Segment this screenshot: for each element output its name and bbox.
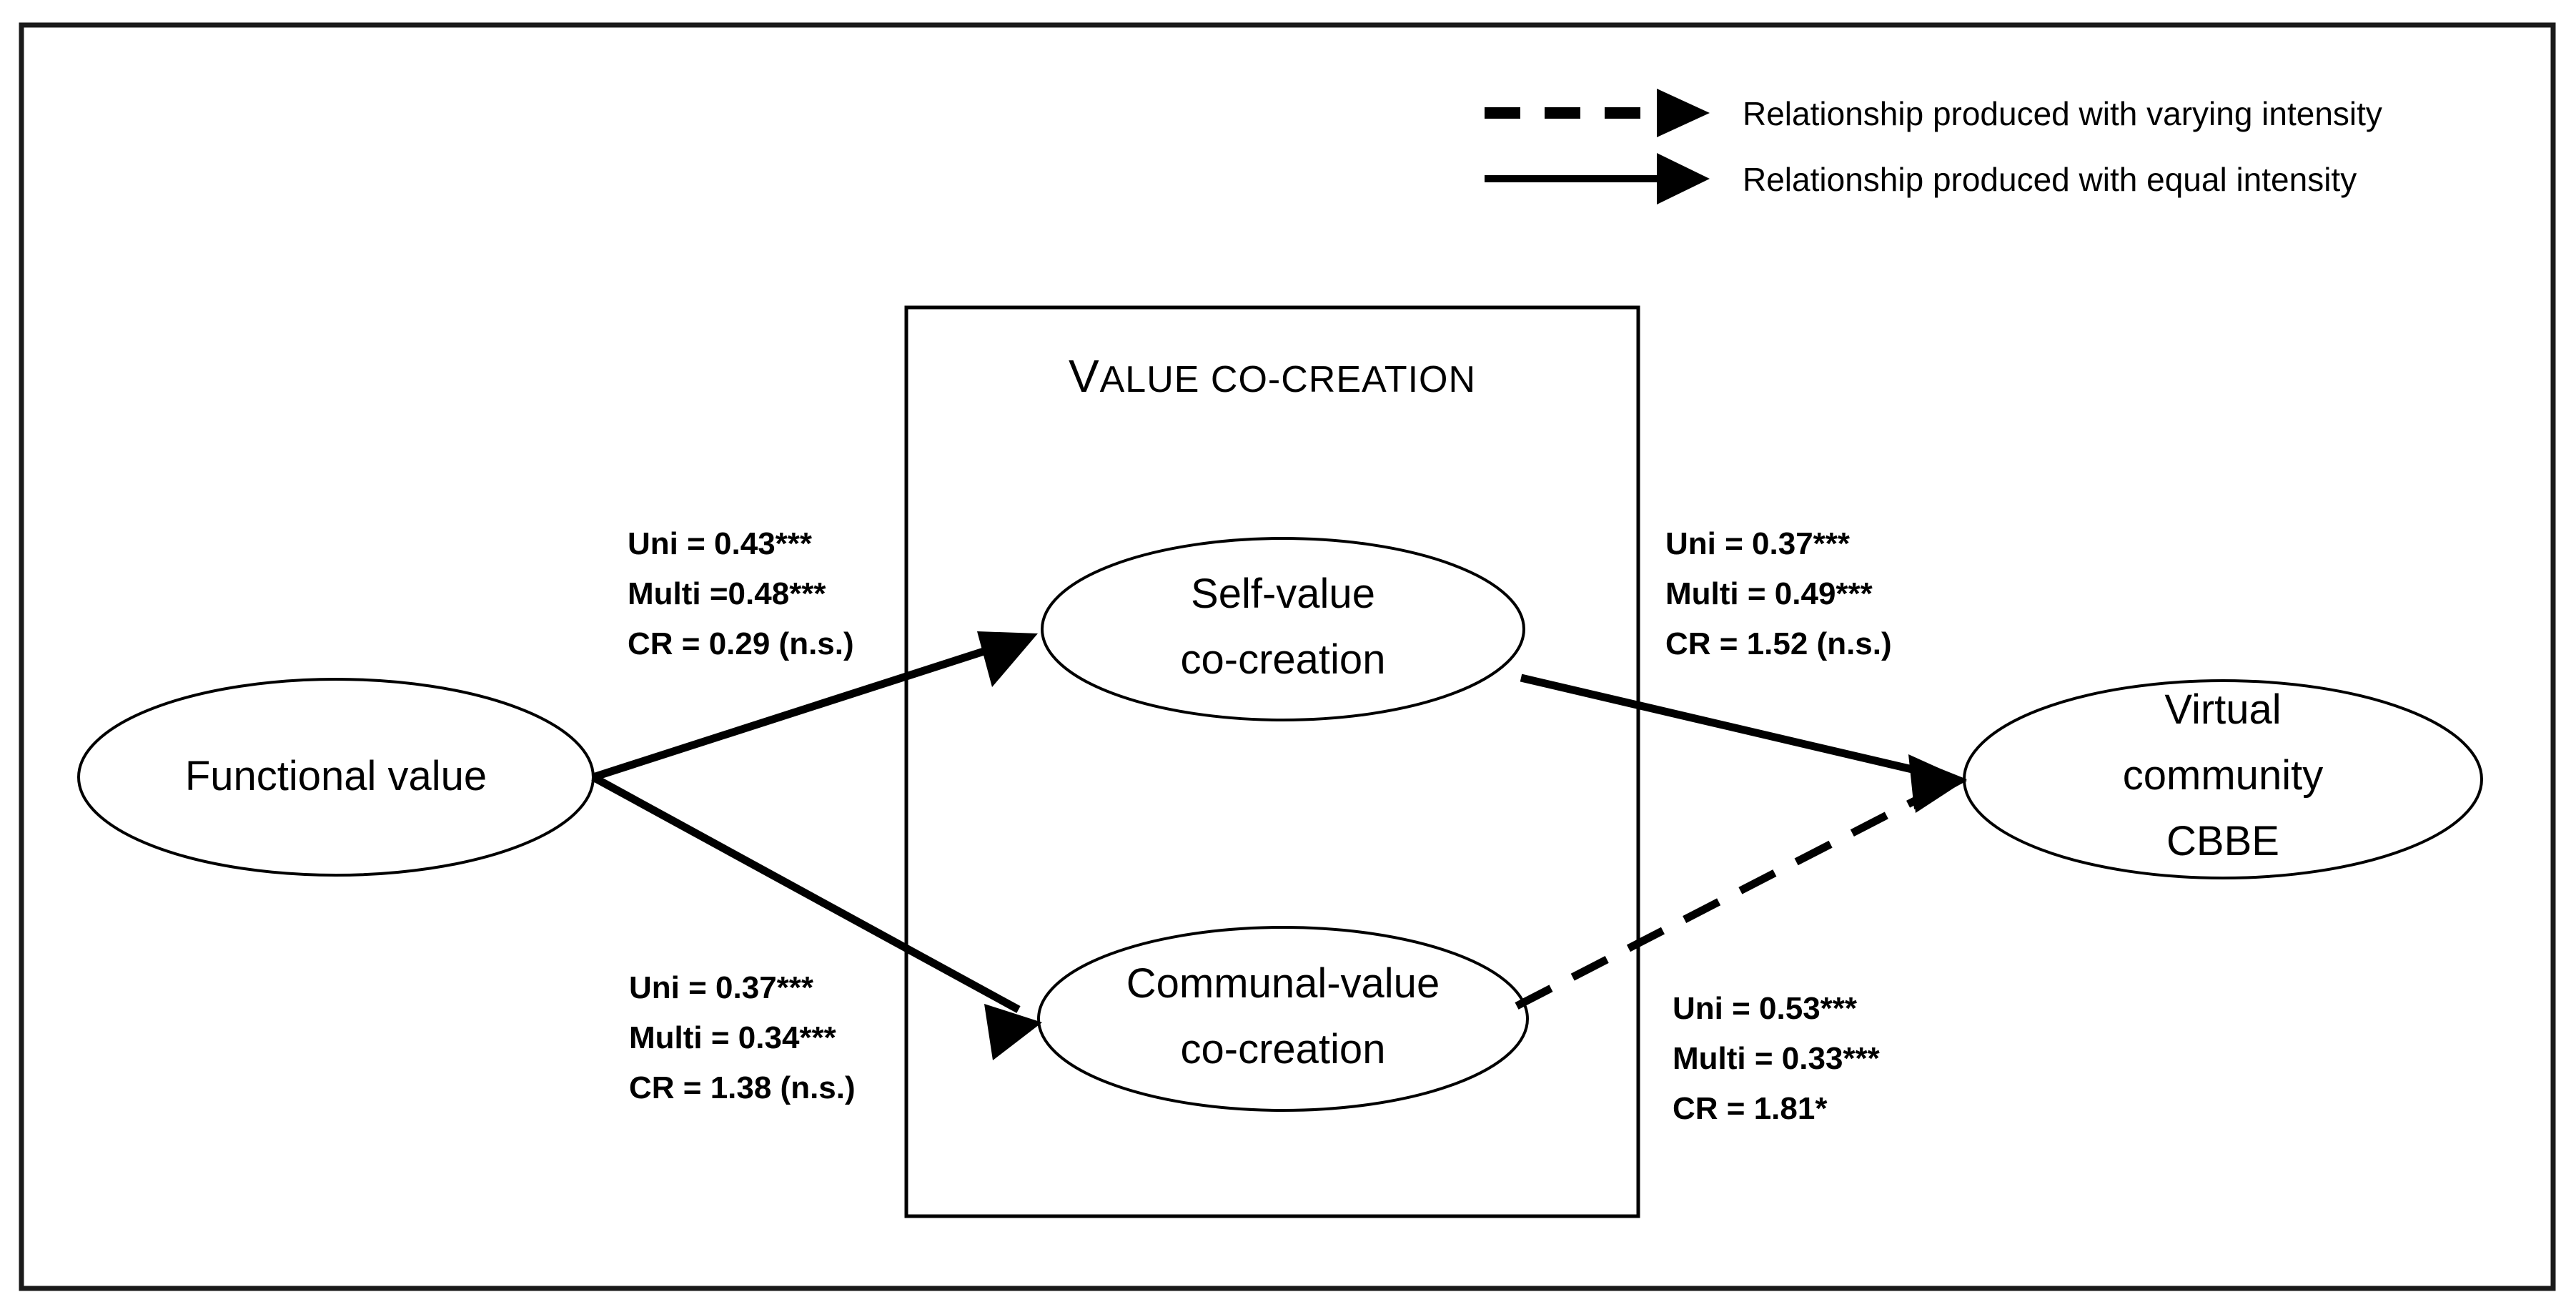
path-label-multi: Multi = 0.49*** (1665, 576, 1873, 611)
functional-value-label: Functional value (185, 753, 487, 799)
node-virtual-community-cbbe[interactable]: Virtual community CBBE (1963, 679, 2483, 879)
path-label-communal-value-to-cbbe: Uni = 0.53*** Multi = 0.33*** CR = 1.81* (1673, 991, 1881, 1126)
path-label-cr: CR = 1.81* (1673, 1091, 1828, 1126)
path-label-cr: CR = 1.52 (n.s.) (1665, 626, 1892, 661)
virtual-community-cbbe-ellipse[interactable] (1963, 679, 2483, 879)
edge-functional-to-communal-value (591, 774, 1042, 1060)
legend-dashed-arrow-icon (1485, 89, 1710, 137)
path-label-functional-to-self-value: Uni = 0.43*** Multi =0.48*** CR = 0.29 (… (628, 526, 854, 661)
edge-self-value-to-cbbe (1520, 674, 1967, 809)
figure-frame (19, 22, 2556, 1291)
self-value-label-line1: Self-value (1191, 571, 1375, 617)
box-title-initial: V (1069, 350, 1100, 402)
legend: Relationship produced with varying inten… (1485, 89, 2382, 204)
path-label-functional-to-communal-value: Uni = 0.37*** Multi = 0.34*** CR = 1.38 … (629, 970, 856, 1105)
value-co-creation-box-title: VALUE CO-CREATION (1069, 350, 1476, 402)
legend-solid-arrow-icon (1485, 153, 1710, 204)
self-value-label-line2: co-creation (1181, 636, 1386, 683)
path-label-cr: CR = 0.29 (n.s.) (628, 626, 854, 661)
edge-communal-value-to-cbbe (1515, 756, 1967, 1010)
legend-label-solid: Relationship produced with equal intensi… (1743, 161, 2357, 198)
path-label-cr: CR = 1.38 (n.s.) (629, 1070, 856, 1105)
path-label-self-value-to-cbbe: Uni = 0.37*** Multi = 0.49*** CR = 1.52 … (1665, 526, 1892, 661)
communal-value-label-line1: Communal-value (1126, 960, 1440, 1007)
communal-value-ellipse[interactable] (1037, 926, 1529, 1112)
node-self-value-co-creation[interactable]: Self-value co-creation (1041, 537, 1525, 721)
cbbe-label-line3: CBBE (2166, 818, 2279, 864)
node-functional-value[interactable]: Functional value (77, 678, 595, 877)
communal-value-label-line2: co-creation (1181, 1026, 1386, 1072)
edge-functional-to-self-value (592, 631, 1038, 781)
box-title-rest: ALUE CO-CREATION (1100, 359, 1476, 400)
path-label-multi: Multi =0.48*** (628, 576, 826, 611)
cbbe-label-line1: Virtual (2164, 686, 2281, 733)
self-value-ellipse[interactable] (1041, 537, 1525, 721)
path-label-multi: Multi = 0.33*** (1673, 1041, 1881, 1076)
path-label-uni: Uni = 0.37*** (629, 970, 814, 1005)
path-label-multi: Multi = 0.34*** (629, 1020, 837, 1055)
path-label-uni: Uni = 0.37*** (1665, 526, 1851, 561)
functional-value-ellipse[interactable] (77, 678, 595, 877)
path-label-uni: Uni = 0.53*** (1673, 991, 1858, 1026)
legend-label-dashed: Relationship produced with varying inten… (1743, 95, 2382, 132)
cbbe-label-line2: community (2123, 752, 2323, 799)
path-label-uni: Uni = 0.43*** (628, 526, 813, 561)
value-co-creation-box (904, 305, 1640, 1218)
node-communal-value-co-creation[interactable]: Communal-value co-creation (1037, 926, 1529, 1112)
